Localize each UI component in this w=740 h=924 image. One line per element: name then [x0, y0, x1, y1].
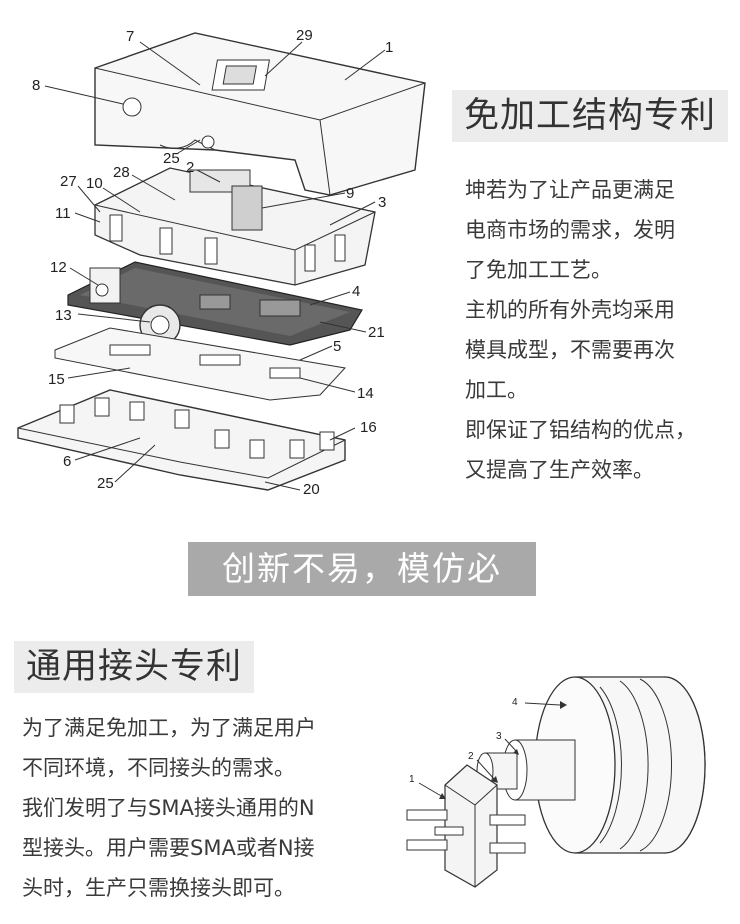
connector-callout-2: 2 — [468, 751, 474, 762]
section2-line: 型接头。用户需要SMA或者N接 — [22, 836, 315, 860]
section2-line: 我们发明了与SMA接头通用的N — [22, 796, 315, 820]
callout-25-bottom: 25 — [97, 475, 114, 492]
pcb-board-shape — [67, 261, 363, 346]
callout-14: 14 — [357, 385, 374, 402]
callout-7: 7 — [126, 28, 134, 45]
connector-callout-1: 1 — [409, 774, 415, 785]
section2-heading: 通用接头专利 — [14, 641, 255, 693]
section2-description: 为了满足免加工，为了满足用户 不同环境，不同接头的需求。 我们发明了与SMA接头… — [22, 708, 316, 908]
top-cover-shape — [94, 32, 426, 196]
section1-line: 坤若为了让产品更满足 — [465, 178, 675, 202]
shield-plate-shape — [54, 327, 346, 401]
slogan-banner: 创新不易，模仿必究。 — [188, 542, 536, 642]
section1-line: 了免加工工艺。 — [465, 258, 612, 282]
connector-diagram: 4 3 2 1 — [406, 676, 706, 888]
section2-line: 不同环境，不同接头的需求。 — [22, 756, 295, 780]
callout-5: 5 — [333, 338, 341, 355]
callout-10: 10 — [86, 175, 103, 192]
callout-4: 4 — [352, 283, 360, 300]
callout-12: 12 — [50, 259, 67, 276]
leader-lines — [44, 41, 386, 491]
callout-8: 8 — [32, 77, 40, 94]
callout-25-top: 25 — [163, 150, 180, 167]
section1-description: 坤若为了让产品更满足 电商市场的需求，发明 了免加工工艺。 主机的所有外壳均采用… — [465, 170, 696, 490]
callout-27: 27 — [60, 173, 77, 190]
bottom-housing-shape — [17, 389, 346, 491]
callout-21: 21 — [368, 324, 385, 341]
connector-body-shape — [476, 739, 576, 801]
section1-line: 主机的所有外壳均采用 — [465, 298, 675, 322]
section1-line: 即保证了铝结构的优点， — [465, 418, 696, 442]
section1-line: 电商市场的需求，发明 — [465, 218, 675, 242]
exploded-structure-diagram: 7 29 1 8 25 2 28 27 10 9 3 11 12 4 13 21… — [17, 27, 426, 498]
callout-20: 20 — [303, 481, 320, 498]
section1-heading: 免加工结构专利 — [452, 90, 729, 142]
section2-line: 为了满足免加工，为了满足用户 — [22, 716, 316, 740]
callout-6: 6 — [63, 453, 71, 470]
connector-callout-3: 3 — [496, 731, 502, 742]
callout-13: 13 — [55, 307, 72, 324]
flange-pins-shape — [406, 764, 526, 888]
section2-line: 头时，生产只需换接头即可。 — [22, 876, 295, 900]
connector-callout-4: 4 — [512, 697, 518, 708]
callout-15: 15 — [48, 371, 65, 388]
callout-29: 29 — [296, 27, 313, 44]
callout-9: 9 — [346, 185, 354, 202]
middle-frame-shape — [94, 167, 376, 286]
callout-3: 3 — [378, 194, 386, 211]
callout-16: 16 — [360, 419, 377, 436]
callout-2: 2 — [186, 159, 194, 176]
callout-11: 11 — [55, 205, 71, 222]
callout-1: 1 — [385, 39, 393, 56]
section1-line: 模具成型，不需要再次 — [465, 338, 675, 362]
threaded-head-shape — [534, 676, 706, 854]
section1-line: 又提高了生产效率。 — [465, 458, 654, 482]
section1-line: 加工。 — [465, 378, 528, 402]
callout-28: 28 — [113, 164, 130, 181]
connector-leaders — [418, 701, 567, 799]
